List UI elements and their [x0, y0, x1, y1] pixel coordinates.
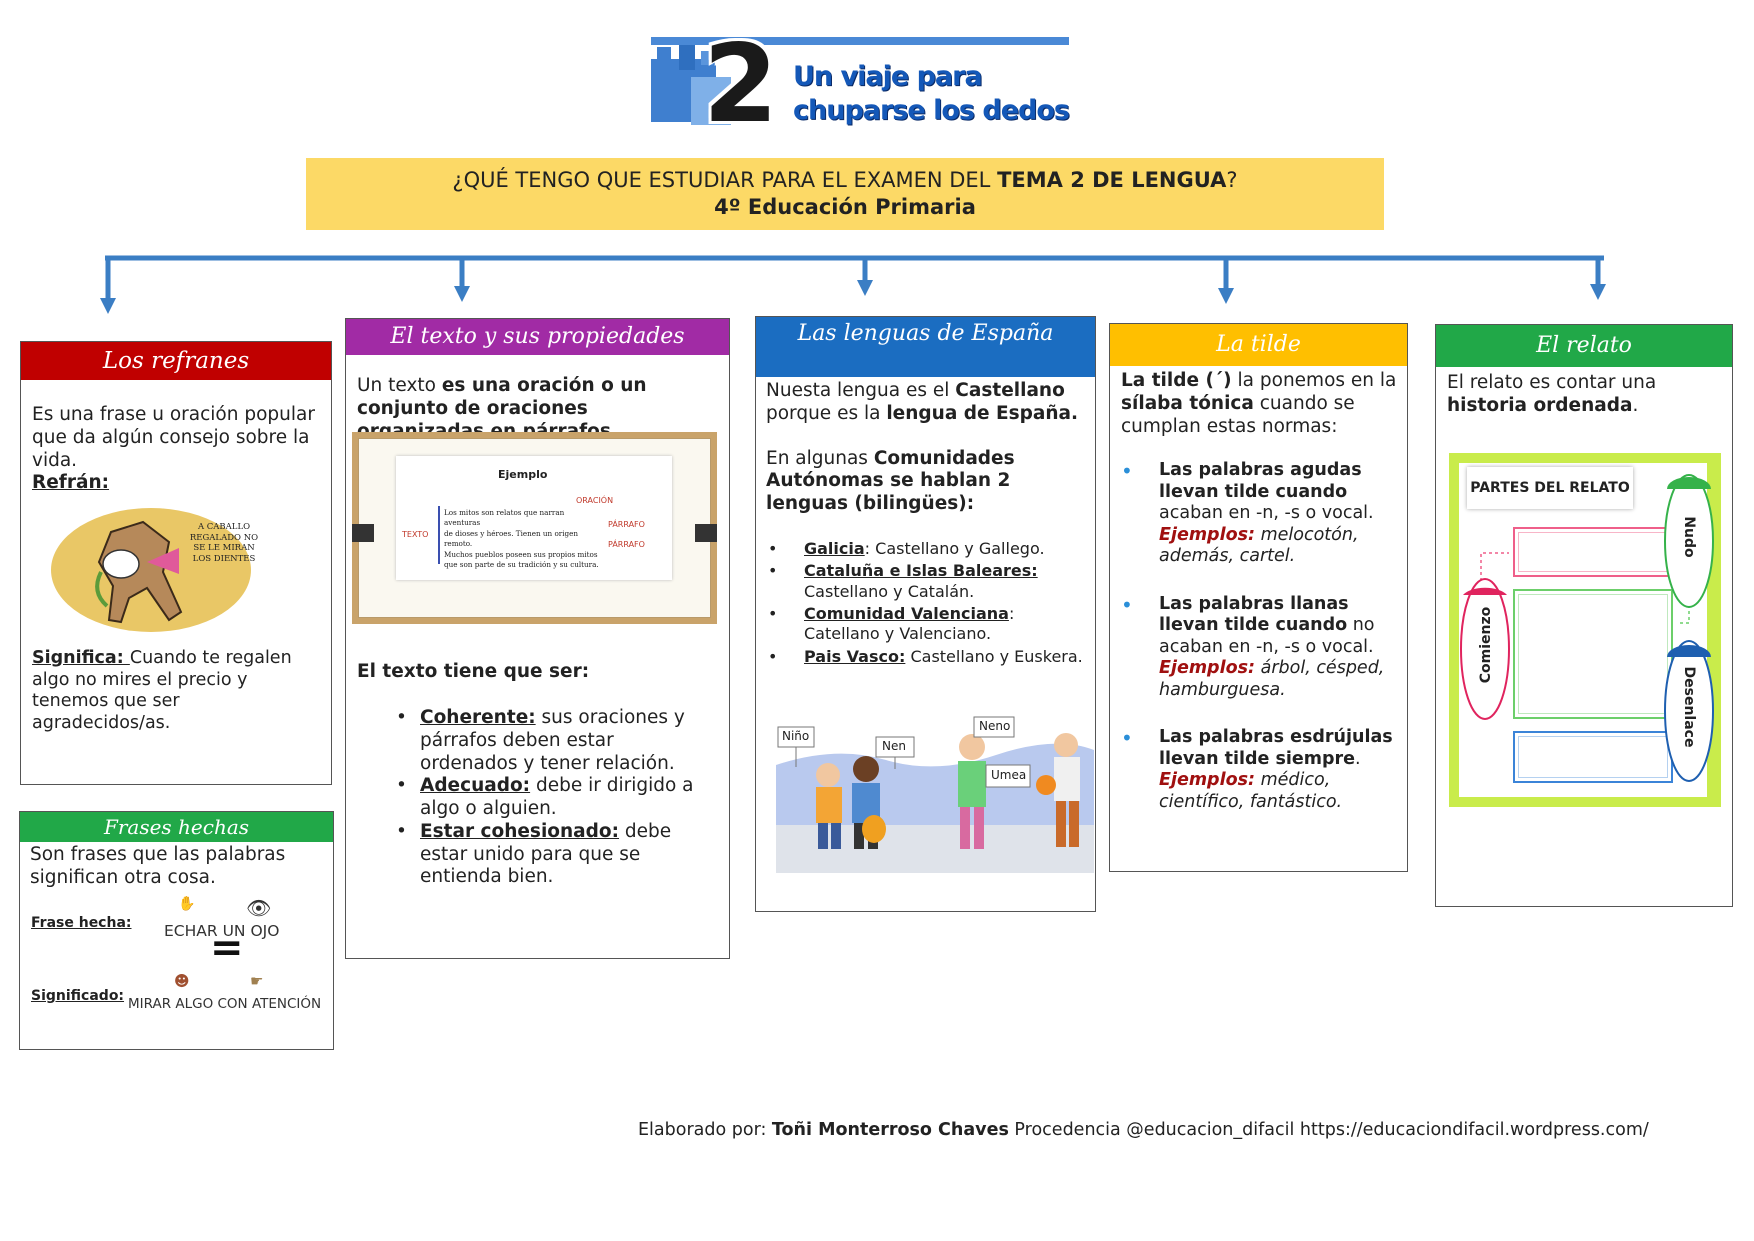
tilde-rules-list: Las palabras agudas llevan tilde cuando …	[1121, 459, 1403, 831]
diagram-connectors	[1460, 474, 1714, 782]
partes-relato-diagram: PARTES DEL RELATO Comienzo Nudo Desenlac…	[1449, 453, 1721, 807]
list-item: Cataluña e Islas Baleares: Castellano y …	[766, 561, 1091, 602]
refran-illustration: A CABALLO REGALADO NO SE LE MIRAN LOS DI…	[51, 502, 263, 636]
sign-nen: Nen	[882, 739, 906, 753]
partes-label: PARTES DEL RELATO	[1467, 467, 1633, 509]
sign-neno: Neno	[979, 719, 1011, 733]
banner-question: ¿QUÉ TENGO QUE ESTUDIAR PARA EL EXAMEN D…	[452, 168, 1238, 192]
refran-meaning: Significa: Cuando te regalen algo no mir…	[32, 648, 292, 733]
refran-image-text: A CABALLO REGALADO NO SE LE MIRAN LOS DI…	[189, 522, 259, 564]
frases-definition: Son frases que las palabras significan o…	[30, 844, 286, 888]
label-texto: TEXTO	[402, 530, 429, 539]
list-item: Galicia: Castellano y Gallego.	[766, 539, 1091, 560]
regions-list: Galicia: Castellano y Gallego. Cataluña …	[766, 539, 1091, 667]
list-item: Las palabras esdrújulas llevan tilde sie…	[1121, 726, 1403, 813]
frase-hecha-label: Frase hecha:	[31, 915, 132, 931]
card-title: Las lenguas de España	[756, 317, 1095, 377]
list-item: Comunidad Valenciana: Catellano y Valenc…	[766, 604, 1091, 645]
relato-definition: El relato es contar una historia ordenad…	[1447, 372, 1657, 416]
pointing-hand-icon: ☛	[250, 972, 264, 990]
card-relato: El relato El relato es contar una histor…	[1435, 324, 1733, 907]
texto-definition: Un texto es una oración o un conjunto de…	[357, 375, 647, 442]
children-illustration: Niño Nen Neno Umea	[776, 705, 1094, 873]
sign-umea: Umea	[991, 768, 1027, 782]
label-parrafo-1: PÁRRAFO	[608, 520, 645, 529]
list-item: Adecuado: debe ir dirigido a algo o algu…	[394, 775, 714, 821]
footer-credits: Elaborado por: Toñi Monterroso Chaves Pr…	[638, 1120, 1649, 1140]
city-skyline-icon	[651, 37, 1069, 125]
card-lenguas: Las lenguas de España Nuesta lengua es e…	[755, 316, 1096, 912]
refran-label: Refrán:	[32, 472, 110, 494]
connector-arrows	[100, 255, 1606, 314]
card-tilde: La tilde La tilde (´) la ponemos en la s…	[1109, 323, 1408, 872]
list-item: Las palabras agudas llevan tilde cuando …	[1121, 459, 1403, 568]
card-refranes: Los refranes Es una frase u oración popu…	[20, 341, 332, 785]
lenguas-intro: Nuesta lengua es el Castellano porque es…	[766, 380, 1079, 424]
sign-nino: Niño	[782, 729, 810, 743]
equals-sign: =	[210, 925, 244, 971]
hand-icon: ✋	[178, 896, 196, 912]
exam-banner: ¿QUÉ TENGO QUE ESTUDIAR PARA EL EXAMEN D…	[306, 158, 1384, 230]
frase-hecha-value: ECHAR UN OJO	[164, 922, 280, 940]
refranes-definition: Es una frase u oración popular que da al…	[32, 404, 315, 471]
unit-number: 2	[703, 22, 778, 147]
part-nudo: Nudo	[1681, 516, 1697, 558]
label-oracion: ORACIÓN	[576, 496, 614, 505]
unit-title-line1: Un viaje para	[793, 61, 983, 92]
children-talking-icon	[776, 716, 1094, 873]
banner-grade: 4º Educación Primaria	[714, 195, 976, 219]
tilde-intro: La tilde (´) la ponemos en la sílaba tón…	[1121, 370, 1397, 437]
list-item: Las palabras llanas llevan tilde cuando …	[1121, 593, 1403, 702]
part-desenlace: Desenlace	[1681, 666, 1697, 748]
ejemplo-title: Ejemplo	[498, 468, 548, 481]
horse-gift-icon	[51, 508, 251, 632]
significado-label: Significado:	[31, 988, 125, 1004]
significado-value: MIRAR ALGO CON ATENCIÓN	[128, 996, 322, 1012]
eye-icon: 👁	[246, 896, 272, 920]
label-parrafo-2: PÁRRAFO	[608, 540, 645, 549]
part-comienzo: Comienzo	[1478, 606, 1494, 684]
card-texto: El texto y sus propiedades Un texto es u…	[345, 318, 730, 959]
card-title: El relato	[1436, 325, 1732, 367]
texto-properties-list: Coherente: sus oraciones y párrafos debe…	[394, 707, 714, 889]
unit-title-line2: chuparse los dedos	[793, 95, 1070, 126]
list-item: Estar cohesionado: debe estar unido para…	[394, 821, 714, 889]
card-title: Frases hechas	[20, 812, 333, 842]
texto-example-image: Ejemplo ORACIÓN TEXTO PÁRRAFO PÁRRAFO Lo…	[352, 432, 717, 624]
lenguas-bilingual: En algunas Comunidades Autónomas se habl…	[766, 447, 1015, 515]
list-item: Coherente: sus oraciones y párrafos debe…	[394, 707, 714, 775]
texto-requirements-heading: El texto tiene que ser:	[357, 661, 590, 682]
person-icon: ☻	[174, 972, 190, 990]
card-title: El texto y sus propiedades	[346, 319, 729, 355]
card-title: Los refranes	[21, 342, 331, 380]
card-frases-hechas: Frases hechas Son frases que las palabra…	[19, 811, 334, 1050]
list-item: Pais Vasco: Castellano y Euskera.	[766, 647, 1091, 668]
card-title: La tilde	[1110, 324, 1407, 366]
unit-logo: 2 Un viaje para chuparse los dedos	[651, 31, 1070, 145]
